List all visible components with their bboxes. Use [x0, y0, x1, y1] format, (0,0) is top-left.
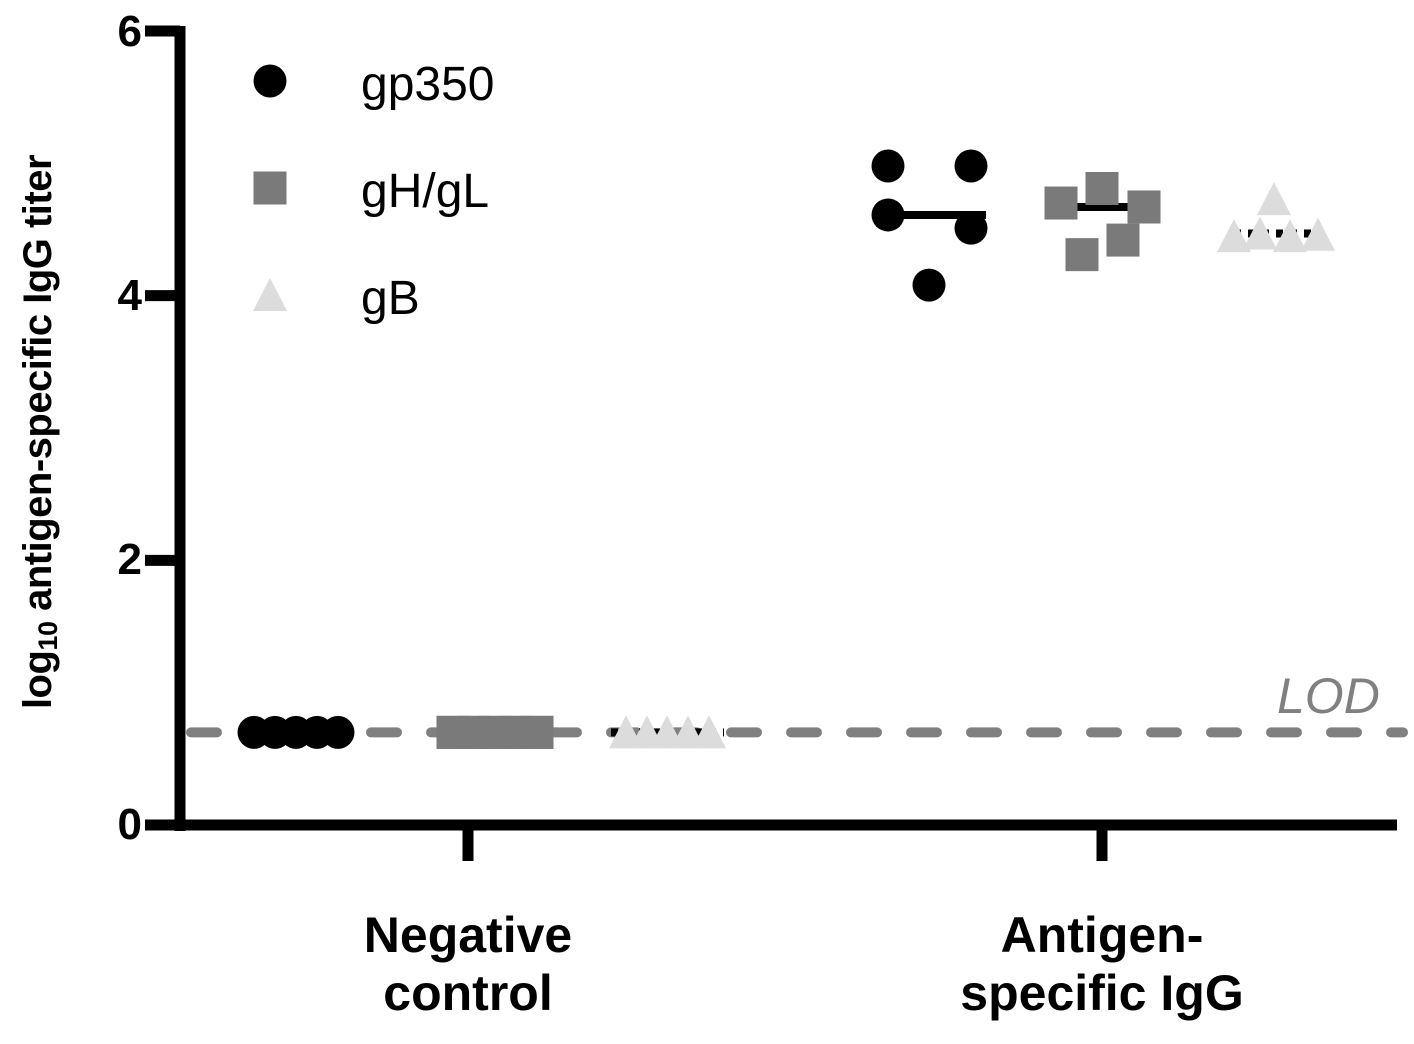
- y-axis-title-subscript: 10: [33, 621, 63, 651]
- data-point-triangle: [1301, 217, 1335, 251]
- data-point-circle: [954, 211, 988, 245]
- x-category-line: Negative: [363, 907, 573, 963]
- legend-triangle-icon: [253, 278, 287, 311]
- data-point-square: [1044, 186, 1078, 220]
- x-category-antigen-specific-igg: Antigen- specific IgG: [902, 906, 1302, 1022]
- data-point-circle: [954, 149, 988, 183]
- data-point-triangle: [1273, 219, 1307, 253]
- x-category-negative-control: Negative control: [268, 906, 668, 1022]
- data-point-square: [1106, 223, 1140, 257]
- data-point-block: [436, 715, 554, 749]
- data-point-triangle: [1217, 219, 1251, 253]
- data-point-square: [1085, 171, 1119, 205]
- x-category-line: control: [383, 965, 553, 1021]
- data-point-triangle: [692, 715, 726, 749]
- y-axis-title-wrap: log10 antigen-specific IgG titer: [0, 0, 80, 850]
- data-point-square: [1127, 190, 1161, 224]
- legend-square-icon: [253, 171, 287, 205]
- x-category-line: specific IgG: [960, 965, 1244, 1021]
- legend-circle-icon: [253, 64, 287, 98]
- lod-label: LOD: [1277, 668, 1380, 724]
- legend-label-gb: gB: [361, 272, 420, 325]
- legend-label-gh-gl: gH/gL: [361, 165, 490, 218]
- x-category-line: Antigen-: [1000, 907, 1204, 963]
- data-point-circle: [871, 198, 905, 232]
- axes: [145, 25, 1397, 861]
- y-tick-label-0: 0: [117, 800, 142, 849]
- data-point-circle: [912, 268, 946, 302]
- data-point-triangle: [1243, 216, 1277, 250]
- y-axis-title-prefix: log: [16, 650, 60, 710]
- data-points: [237, 149, 1335, 749]
- y-axis-title: log10 antigen-specific IgG titer: [16, 155, 64, 709]
- legend-label-gp350: gp350: [361, 58, 495, 111]
- y-tick-label-6: 6: [117, 7, 142, 56]
- y-tick-label-2: 2: [117, 535, 142, 584]
- data-point-triangle: [1257, 182, 1291, 216]
- data-point-circle: [871, 149, 905, 183]
- y-tick-label-4: 4: [117, 271, 142, 320]
- data-point-square: [1065, 238, 1099, 272]
- y-axis-title-rest: antigen-specific IgG titer: [16, 154, 60, 622]
- data-point-circle: [321, 715, 355, 749]
- legend-markers: [253, 64, 287, 311]
